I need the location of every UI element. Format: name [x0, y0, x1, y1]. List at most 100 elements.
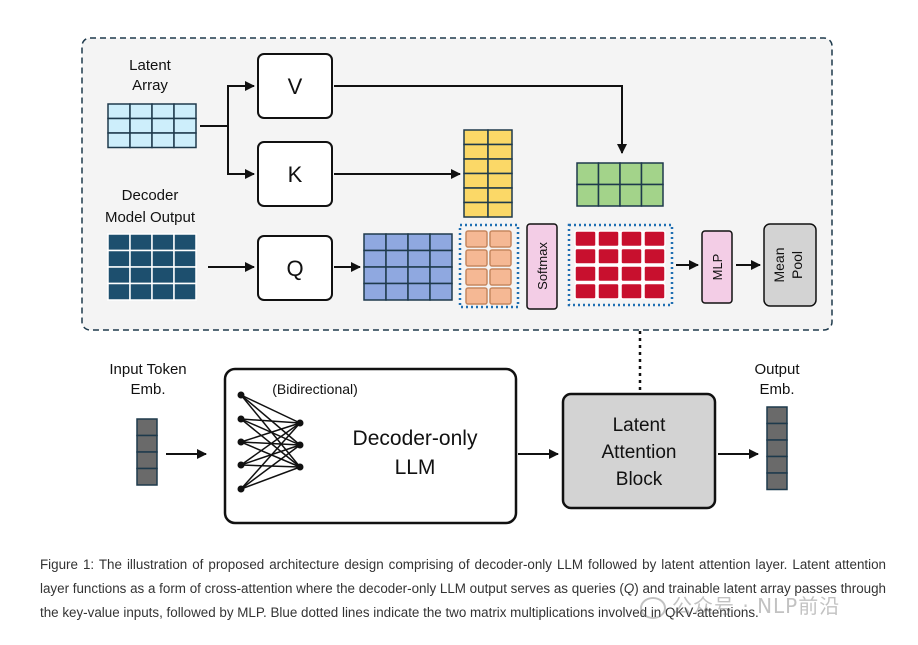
attention-output-cell	[643, 247, 666, 265]
values-cell	[640, 162, 664, 186]
output-emb-label-line2: Emb.	[759, 381, 794, 398]
keys-cell	[463, 201, 489, 218]
decoder-output-cell	[173, 266, 197, 285]
mean-pool-label-line2: Pool	[789, 251, 805, 279]
queries-cell	[429, 282, 453, 301]
queries-cell	[385, 266, 409, 285]
latent-array-cell	[107, 117, 131, 134]
attention-output-cell	[597, 282, 620, 300]
attention-output-matrix	[574, 230, 666, 300]
network-edge	[240, 418, 301, 424]
q-projection-box	[257, 235, 333, 301]
decoder-output-label-line2: Model Output	[105, 209, 196, 226]
caption-text-part2: ) and trainable latent array passes thro…	[40, 581, 886, 620]
attention-output-cell	[574, 247, 597, 265]
latent-array-cell	[151, 132, 175, 149]
mean-pool-label-line1: Mean	[771, 247, 787, 282]
queries-cell	[429, 266, 453, 285]
attention-output-cell	[620, 230, 643, 248]
decoder-output-cell	[107, 249, 131, 268]
latent-array-cell	[129, 132, 153, 149]
attention-output-cell	[643, 265, 666, 283]
network-edge	[240, 394, 301, 446]
attention-output-cell	[597, 230, 620, 248]
values-cell	[619, 183, 643, 207]
qk-scores-cell	[465, 230, 488, 248]
latent-array-cell	[107, 103, 131, 120]
network-edge	[240, 394, 301, 468]
keys-cell	[487, 201, 513, 218]
mlp-box	[701, 230, 733, 304]
qk-scores-cell	[489, 287, 512, 305]
latent-array-cell	[151, 117, 175, 134]
keys-cell	[487, 143, 513, 160]
keys-cell	[487, 129, 513, 146]
latent-array-label-line2: Array	[132, 77, 168, 94]
keys-cell	[487, 187, 513, 204]
input-token-cell	[136, 467, 158, 486]
network-node	[237, 485, 245, 493]
values-cell	[576, 162, 600, 186]
decoder-output-cell	[129, 233, 153, 252]
keys-cell	[463, 187, 489, 204]
attention-output-cell	[574, 282, 597, 300]
queries-cell	[429, 249, 453, 268]
attention-output-cell	[574, 230, 597, 248]
network-node	[237, 461, 245, 469]
queries-matrix	[363, 233, 453, 301]
queries-cell	[385, 233, 409, 252]
output-token-cell	[766, 406, 788, 425]
watermark-text: 公众号 · NLP前沿	[672, 594, 841, 618]
network-node	[237, 415, 245, 423]
input-token-cell	[136, 451, 158, 470]
queries-cell	[407, 233, 431, 252]
values-matrix	[576, 162, 664, 207]
network-edge	[240, 466, 301, 490]
decoder-output-cell	[173, 233, 197, 252]
decoder-output-grid	[107, 233, 197, 301]
latent-array-cell	[129, 103, 153, 120]
block-label-line1: Latent	[613, 415, 667, 436]
k-label: K	[288, 162, 303, 187]
v-projection-box	[257, 53, 333, 119]
network-edge	[240, 394, 301, 424]
network-node	[296, 463, 304, 471]
queries-cell	[407, 249, 431, 268]
keys-matrix	[463, 129, 513, 218]
network-node	[296, 419, 304, 427]
output-token-cell	[766, 422, 788, 441]
qk-scores-cell	[489, 268, 512, 286]
arrow-latent-to-k	[227, 126, 255, 179]
input-token-cell	[136, 418, 158, 437]
network-node	[296, 441, 304, 449]
decoder-output-cell	[151, 282, 175, 301]
decoder-output-cell	[151, 266, 175, 285]
decoder-output-label-line1: Decoder	[122, 187, 179, 204]
latent-array-cell	[107, 132, 131, 149]
decoder-output-cell	[129, 266, 153, 285]
network-edge	[240, 464, 301, 468]
caption-text-part1: The illustration of proposed architectur…	[40, 557, 887, 596]
wechat-icon	[640, 596, 666, 619]
q-label: Q	[286, 256, 303, 281]
attention-output-cell	[620, 282, 643, 300]
values-cell	[576, 183, 600, 207]
arrow-v-to-values	[334, 85, 627, 154]
attention-output-cell	[597, 247, 620, 265]
decoder-output-cell	[129, 249, 153, 268]
input-token-cell	[136, 434, 158, 453]
v-label: V	[288, 74, 303, 99]
softmax-label: Softmax	[535, 242, 550, 290]
network-edge	[240, 422, 301, 466]
attention-output-cell	[643, 282, 666, 300]
decoder-output-cell	[107, 233, 131, 252]
values-cell	[619, 162, 643, 186]
av-matmul-dotted-border	[567, 223, 674, 307]
queries-cell	[429, 233, 453, 252]
qk-scores-matrix	[465, 230, 512, 305]
caption-figure-label: Figure 1:	[40, 557, 95, 572]
input-token-label-line1: Input Token	[109, 361, 186, 378]
queries-cell	[363, 282, 387, 301]
decoder-output-cell	[173, 249, 197, 268]
